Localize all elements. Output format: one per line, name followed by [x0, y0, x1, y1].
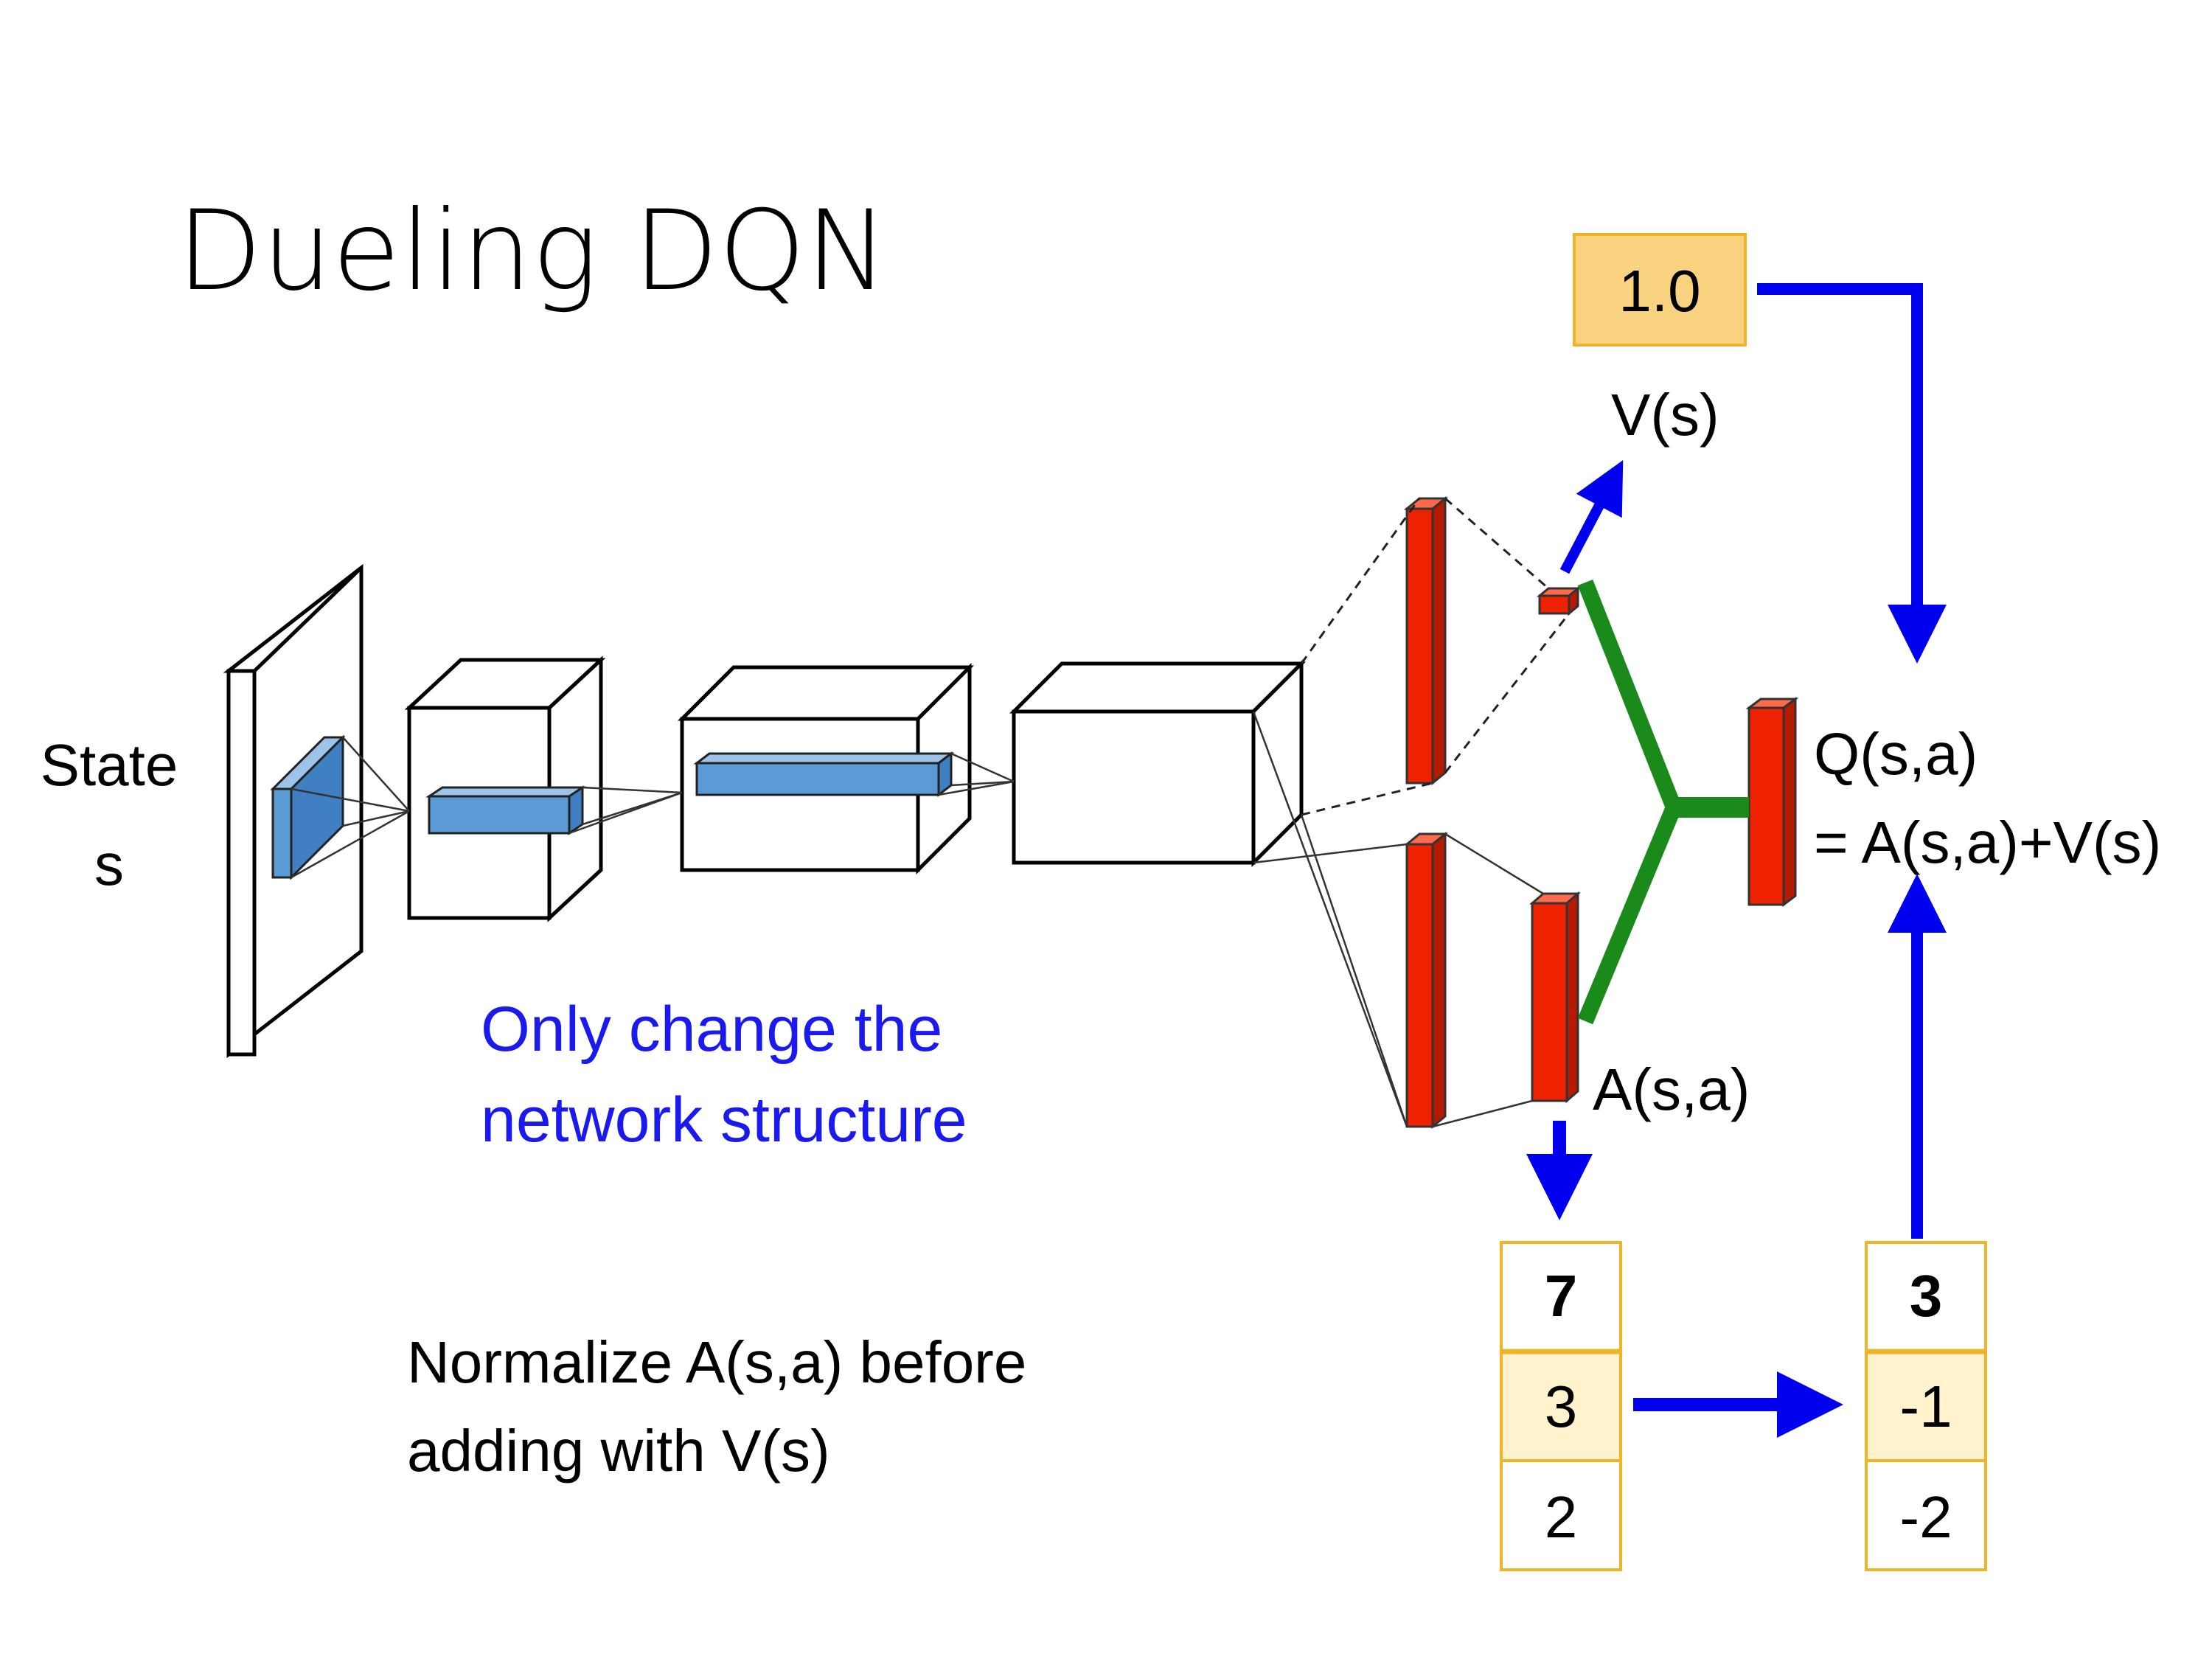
normalized-value-3: -2	[1899, 1484, 1952, 1550]
value-box: 1.0	[1573, 233, 1747, 347]
conv-kernel-1	[270, 734, 346, 880]
value-output-unit	[1536, 585, 1582, 616]
arrow-to-value	[1559, 460, 1624, 574]
state-symbol: s	[94, 832, 124, 897]
normalized-value-2: -1	[1899, 1374, 1952, 1439]
normalized-values-table: 3 -1 -2	[1865, 1241, 1987, 1571]
advantage-output-layer	[1528, 891, 1582, 1104]
conv-kernel-3	[693, 751, 955, 798]
advantage-values-table: 7 3 2	[1500, 1241, 1622, 1571]
fc-connections-dashed	[1300, 497, 1571, 816]
conv-kernel-2	[425, 785, 586, 835]
state-label: State	[41, 732, 178, 798]
arrows	[1526, 283, 1947, 1438]
q-label: Q(s,a)	[1814, 721, 1978, 787]
normalize-note-line-1: Normalize A(s,a) before	[407, 1329, 1026, 1395]
page-title: Dueling DQN	[177, 187, 888, 316]
normalize-note-line-2: adding with V(s)	[407, 1418, 830, 1484]
value-label: V(s)	[1611, 382, 1719, 448]
advantage-label: A(s,a)	[1593, 1057, 1750, 1122]
fc-connections-solid	[1252, 711, 1544, 1128]
normalized-value-1: 3	[1910, 1263, 1943, 1329]
conv-connections	[291, 737, 1015, 879]
q-formula: = A(s,a)+V(s)	[1814, 810, 2161, 875]
advantage-value-3: 2	[1545, 1484, 1578, 1550]
merge-connector	[1577, 579, 1749, 1025]
note-line-1: Only change the	[481, 994, 942, 1065]
fc-advantage-stream	[1403, 831, 1449, 1130]
arrow-value-to-q	[1757, 283, 1947, 664]
fc-value-stream	[1403, 495, 1449, 786]
conv-volume-3	[1009, 658, 1307, 868]
value-box-text: 1.0	[1618, 258, 1700, 324]
note-line-2: network structure	[481, 1085, 967, 1155]
q-output-layer	[1745, 697, 1799, 907]
advantage-value-2: 3	[1545, 1374, 1578, 1439]
advantage-value-1: 7	[1545, 1263, 1578, 1329]
